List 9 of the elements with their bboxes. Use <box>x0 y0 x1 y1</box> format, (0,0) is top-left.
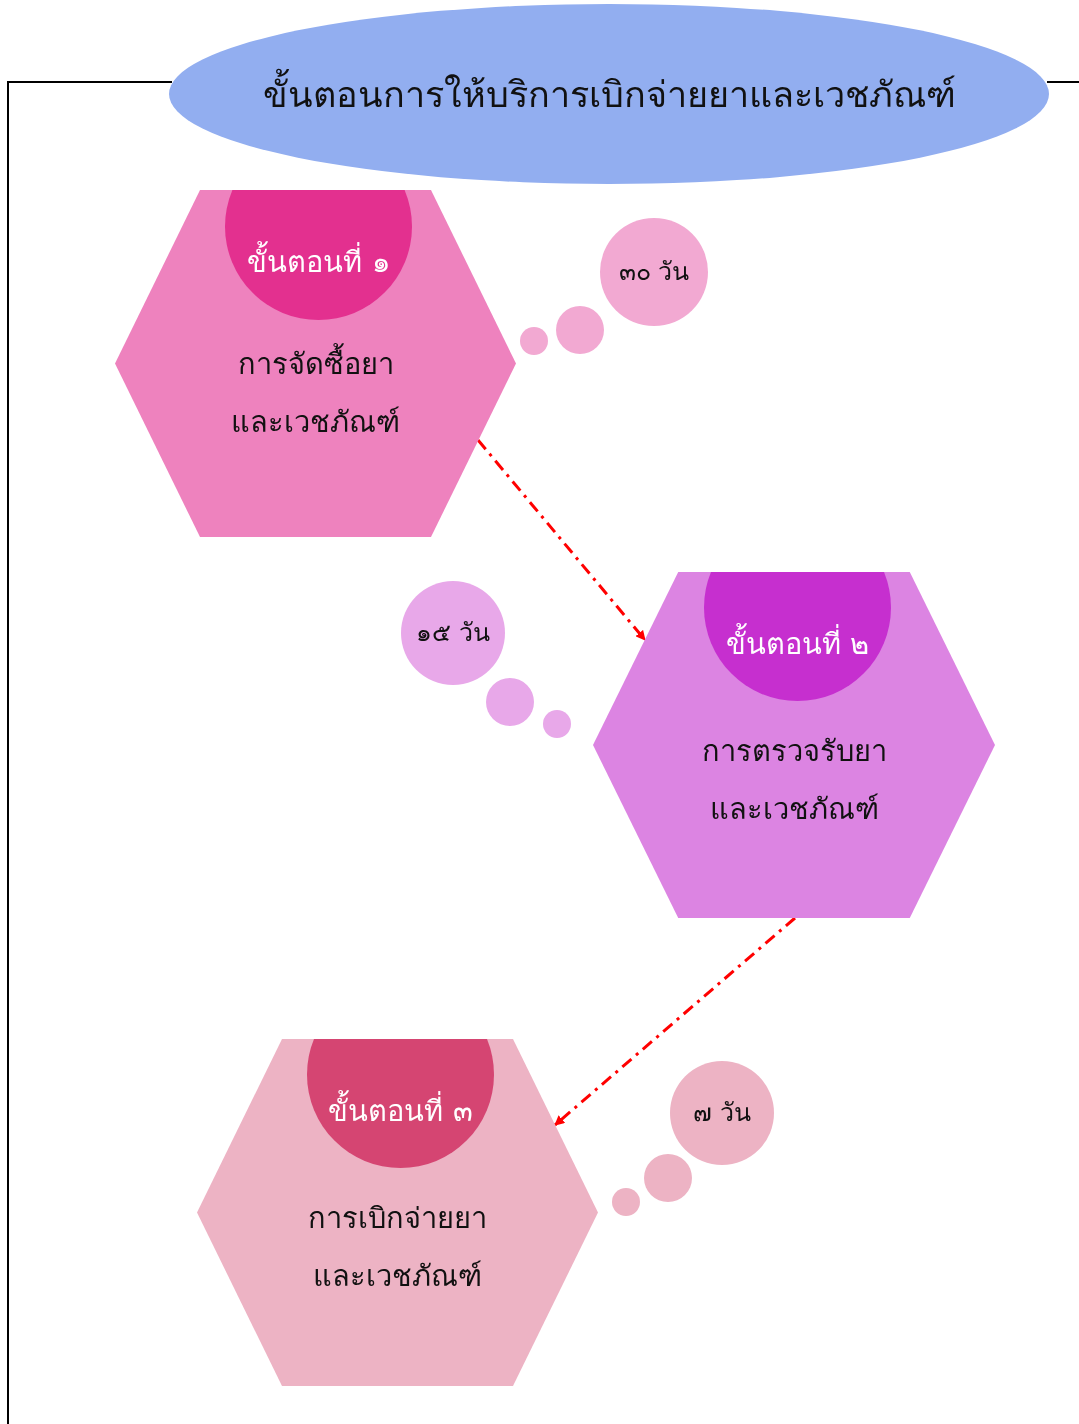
arrow <box>554 916 796 1127</box>
step-title: การเบิกจ่ายยา และเวชภัณฑ์ <box>307 1200 488 1295</box>
duration-label: ๑๕ วัน <box>416 618 490 648</box>
arrow <box>476 439 647 641</box>
duration-label: ๗ วัน <box>693 1098 751 1128</box>
step-title: การตรวจรับยา และเวชภัณฑ์ <box>700 733 888 828</box>
title: ขั้นตอนการให้บริการเบิกจ่ายยาและเวชภัณฑ์ <box>262 65 956 123</box>
step-title: การจัดซื้อยา และเวชภัณฑ์ <box>205 335 426 451</box>
duration-label: ๓๐ วัน <box>618 257 690 287</box>
